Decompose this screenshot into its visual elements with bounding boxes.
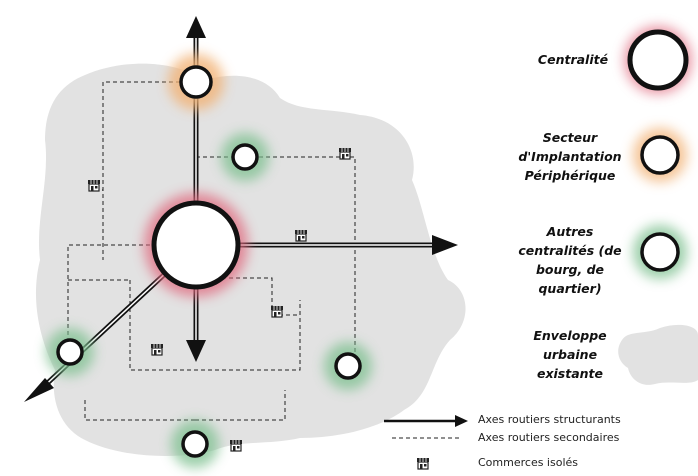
shop-icon — [294, 229, 308, 242]
arrow-icon — [186, 16, 206, 38]
shop-icon — [87, 179, 101, 192]
arrow-icon — [24, 378, 54, 402]
urban-envelope — [35, 63, 466, 456]
shop-icon — [338, 147, 352, 160]
key-axes-secondaires-label: Axes routiers secondaires — [478, 431, 620, 444]
legend-centralite-symbol — [627, 29, 689, 91]
legend-secteur-symbol — [640, 135, 680, 175]
centralite-node — [151, 200, 241, 290]
shop-icon — [229, 439, 243, 452]
secteur-node — [179, 65, 213, 99]
arrow-icon — [432, 235, 458, 255]
arrow-icon — [455, 415, 468, 427]
autre-centralite-node — [334, 352, 362, 380]
legend-enveloppe-symbol — [618, 324, 698, 385]
legend-centralite-label: Centralité — [537, 52, 609, 67]
legend-autres-symbol — [640, 232, 680, 272]
shop-icon — [150, 343, 164, 356]
key-axes-structurants-label: Axes routiers structurants — [478, 413, 621, 426]
shop-icon — [270, 305, 284, 318]
autre-centralite-node — [231, 143, 259, 171]
shop-icon — [416, 457, 430, 470]
legend-autres-label: Autres centralités (de bourg, de quartie… — [518, 224, 622, 296]
secondary-roads — [67, 81, 356, 421]
arrow-icon — [186, 340, 206, 362]
legend-enveloppe-label: Enveloppe urbaine existante — [533, 328, 607, 381]
key-commerces-label: Commerces isolés — [478, 456, 579, 469]
autre-centralite-node — [181, 430, 209, 458]
legend-secteur-label: Secteur d'Implantation Périphérique — [518, 130, 622, 183]
autre-centralite-node — [56, 338, 84, 366]
